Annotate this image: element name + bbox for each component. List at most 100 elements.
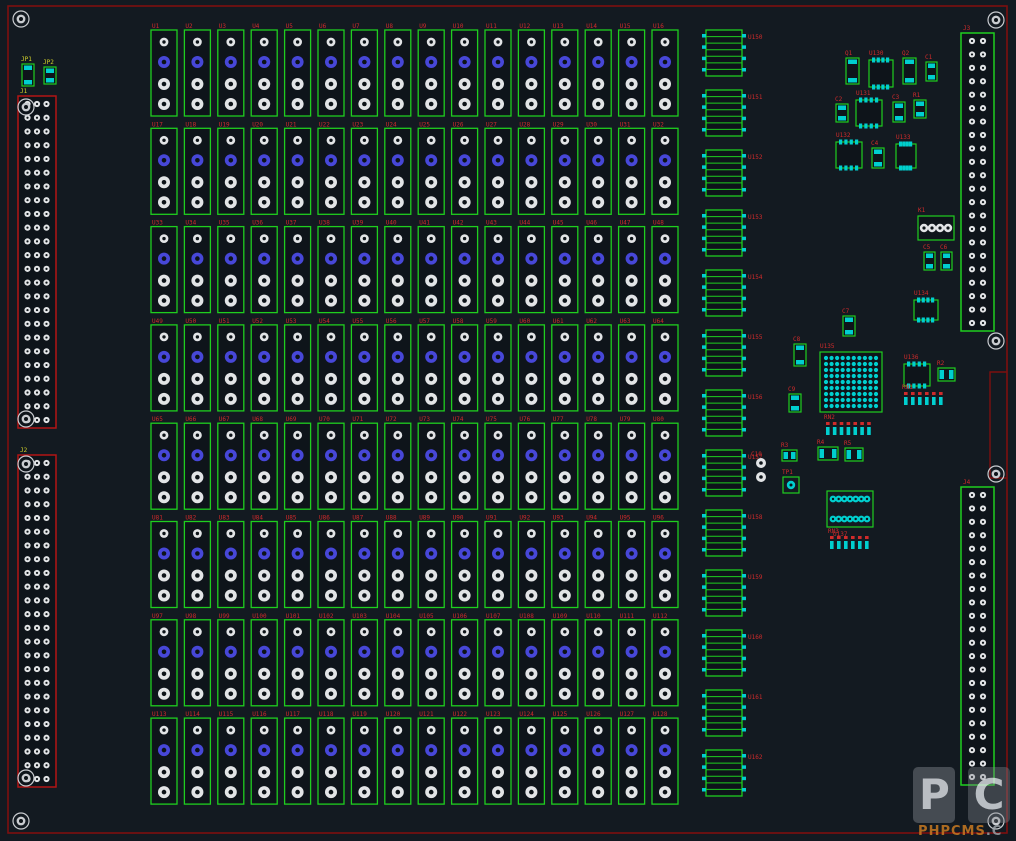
relay-footprint[interactable]: U107 [484, 613, 512, 707]
relay-footprint[interactable]: U77 [551, 416, 579, 510]
relay-footprint[interactable]: U9 [417, 23, 445, 117]
relay-footprint[interactable]: U70 [317, 416, 345, 510]
relay-footprint[interactable]: U15 [617, 23, 646, 117]
relay-footprint[interactable]: U10 [450, 23, 479, 117]
relay-footprint[interactable]: U48 [651, 220, 679, 314]
relay-footprint[interactable]: U106 [450, 613, 479, 707]
relay-footprint[interactable]: U12 [517, 23, 546, 117]
relay-footprint[interactable]: U47 [617, 220, 646, 314]
relay-footprint[interactable]: U71 [350, 416, 379, 510]
chip-component[interactable]: R2 [937, 360, 956, 382]
relay-footprint[interactable]: U45 [551, 220, 579, 314]
chip-component[interactable]: JP1 [21, 56, 35, 87]
resrow-component[interactable]: RN3 [828, 528, 869, 549]
ic-footprint[interactable]: U151 [702, 89, 763, 137]
relay-footprint[interactable]: U32 [651, 121, 679, 215]
relay-footprint[interactable]: U19 [217, 121, 245, 215]
relay-footprint[interactable]: U6 [317, 23, 345, 117]
ic-footprint[interactable]: U156 [702, 389, 763, 437]
relay-footprint[interactable]: U109 [551, 613, 579, 707]
resrow-component[interactable]: RN1 [902, 384, 943, 405]
relay-footprint[interactable]: U60 [517, 318, 546, 412]
wpair-component[interactable]: C10 [751, 451, 766, 482]
chip-component[interactable]: R1 [913, 92, 927, 119]
relay-footprint[interactable]: U89 [417, 515, 445, 609]
relay-footprint[interactable]: U27 [484, 121, 512, 215]
relay-footprint[interactable]: U38 [317, 220, 345, 314]
relay-footprint[interactable]: U18 [183, 121, 212, 215]
relay-footprint[interactable]: U122 [450, 711, 479, 805]
relay-footprint[interactable]: U97 [150, 613, 178, 707]
relay-footprint[interactable]: U57 [417, 318, 445, 412]
chip-component[interactable]: R5 [844, 440, 864, 462]
relay-footprint[interactable]: U104 [384, 613, 412, 707]
relay-footprint[interactable]: U80 [651, 416, 679, 510]
relay-footprint[interactable]: U7 [350, 23, 379, 117]
relay-footprint[interactable]: U37 [283, 220, 312, 314]
relay-footprint[interactable]: U62 [584, 318, 612, 412]
soic-component[interactable]: U131 [855, 90, 883, 129]
chip-component[interactable]: C8 [793, 336, 807, 367]
ic-footprint[interactable]: U158 [702, 509, 763, 557]
ic-footprint[interactable]: U154 [702, 269, 763, 317]
relay-footprint[interactable]: U46 [584, 220, 612, 314]
relay-footprint[interactable]: U61 [551, 318, 579, 412]
relay-footprint[interactable]: U4 [250, 23, 278, 117]
relay-footprint[interactable]: U16 [651, 23, 679, 117]
ic-footprint[interactable]: U159 [702, 569, 763, 617]
relay-footprint[interactable]: U17 [150, 121, 178, 215]
relay-footprint[interactable]: U29 [551, 121, 579, 215]
chip-component[interactable]: R4 [817, 439, 839, 461]
relay-footprint[interactable]: U21 [283, 121, 312, 215]
relay-footprint[interactable]: U11 [484, 23, 512, 117]
relay-footprint[interactable]: U72 [384, 416, 412, 510]
relay-footprint[interactable]: U96 [651, 515, 679, 609]
connector-J3[interactable]: J3 [960, 25, 995, 332]
relay-footprint[interactable]: U49 [150, 318, 178, 412]
relay-footprint[interactable]: U34 [183, 220, 212, 314]
relay-footprint[interactable]: U108 [517, 613, 546, 707]
soic-component[interactable]: U133 [895, 134, 917, 171]
soic-component[interactable]: U130 [868, 50, 894, 90]
padrow4-component[interactable]: K1 [917, 207, 955, 241]
relay-footprint[interactable]: U90 [450, 515, 479, 609]
relay-footprint[interactable]: U121 [417, 711, 445, 805]
connector-J2[interactable]: J2 [17, 447, 57, 788]
relay-footprint[interactable]: U100 [250, 613, 278, 707]
chip-component[interactable]: R3 [781, 442, 798, 462]
relay-footprint[interactable]: U50 [183, 318, 212, 412]
relay-footprint[interactable]: U99 [217, 613, 245, 707]
relay-footprint[interactable]: U64 [651, 318, 679, 412]
relay-footprint[interactable]: U74 [450, 416, 479, 510]
relay-footprint[interactable]: U14 [584, 23, 612, 117]
relay-footprint[interactable]: U30 [584, 121, 612, 215]
relay-footprint[interactable]: U59 [484, 318, 512, 412]
relay-footprint[interactable]: U126 [584, 711, 612, 805]
relay-footprint[interactable]: U36 [250, 220, 278, 314]
relay-footprint[interactable]: U24 [384, 121, 412, 215]
relay-footprint[interactable]: U116 [250, 711, 278, 805]
relay-footprint[interactable]: U86 [317, 515, 345, 609]
relay-footprint[interactable]: U40 [384, 220, 412, 314]
relay-footprint[interactable]: U78 [584, 416, 612, 510]
relay-footprint[interactable]: U81 [150, 515, 178, 609]
ic-footprint[interactable]: U160 [702, 629, 763, 677]
relay-footprint[interactable]: U54 [317, 318, 345, 412]
relay-footprint[interactable]: U35 [217, 220, 245, 314]
ic-footprint[interactable]: U161 [702, 689, 763, 737]
relay-footprint[interactable]: U87 [350, 515, 379, 609]
relay-footprint[interactable]: U51 [217, 318, 245, 412]
ic-footprint[interactable]: U152 [702, 149, 763, 197]
relay-footprint[interactable]: U55 [350, 318, 379, 412]
relay-footprint[interactable]: U98 [183, 613, 212, 707]
relay-footprint[interactable]: U25 [417, 121, 445, 215]
relay-footprint[interactable]: U65 [150, 416, 178, 510]
soic-component[interactable]: U132 [835, 132, 863, 171]
dot-component[interactable]: TP1 [782, 469, 800, 494]
relay-footprint[interactable]: U26 [450, 121, 479, 215]
relay-footprint[interactable]: U2 [183, 23, 212, 117]
relay-footprint[interactable]: U82 [183, 515, 212, 609]
relay-footprint[interactable]: U92 [517, 515, 546, 609]
relay-footprint[interactable]: U22 [317, 121, 345, 215]
